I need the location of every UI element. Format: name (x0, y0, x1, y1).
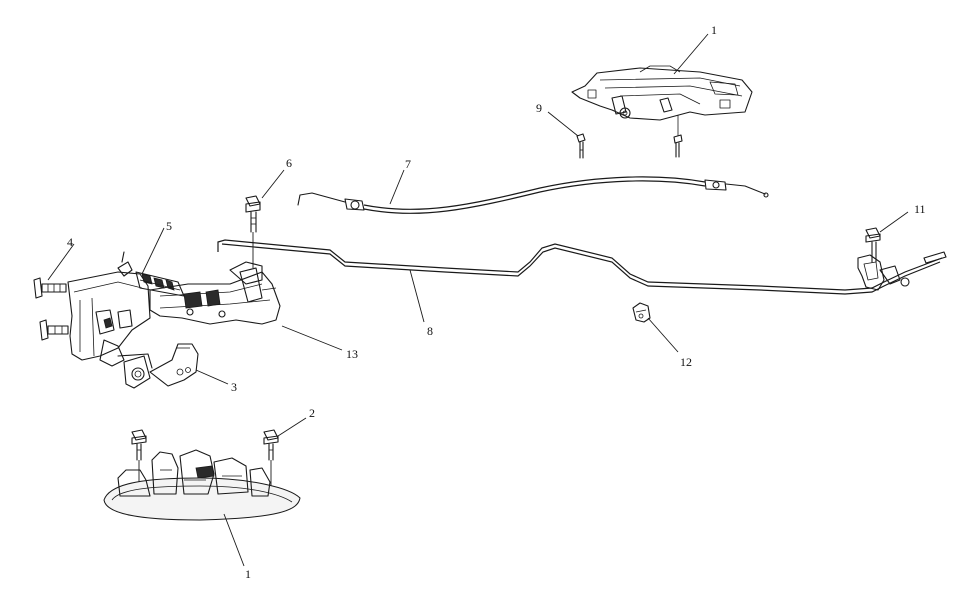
lock-body-assembly (67, 251, 281, 369)
outer-handle-assembly (103, 449, 301, 521)
callout-bolt-handle: 2 (309, 406, 315, 420)
leader-6 (261, 169, 285, 199)
bracket-3 (123, 343, 199, 389)
leader-7 (389, 169, 405, 205)
callout-actuator: 13 (346, 347, 358, 361)
callout-bracket: 3 (231, 380, 237, 394)
callout-handle-inner: 1 (711, 23, 717, 37)
inner-handle-assembly (571, 65, 753, 121)
screw-9 (576, 133, 586, 159)
bolt-2 (263, 429, 279, 490)
bolt-6 (245, 195, 261, 268)
rod-linkage-right (857, 254, 910, 291)
callout-cable: 7 (405, 157, 411, 171)
leader-2 (277, 417, 307, 437)
rod-8 (217, 239, 947, 295)
callout-rod-clip: 12 (680, 355, 692, 369)
leader-5 (141, 227, 165, 275)
clip-4 (33, 277, 67, 299)
callout-bolt-lock: 6 (286, 156, 292, 170)
callout-nut: 11 (914, 202, 926, 216)
leader-1-bottom (223, 513, 245, 567)
leader-9 (547, 111, 579, 137)
callout-clip: 4 (67, 235, 73, 249)
callout-labels: 1 9 7 6 11 4 5 8 12 13 3 2 1 (67, 23, 926, 581)
leader-8 (409, 269, 425, 323)
leader-3 (195, 369, 229, 385)
leader-4 (47, 243, 75, 281)
rod-clip-12 (632, 302, 651, 323)
leader-12 (647, 317, 679, 353)
callout-lock-body: 5 (166, 219, 172, 233)
callout-handle-outer: 1 (245, 567, 251, 581)
bolt-outer-left (131, 429, 147, 484)
callout-screw-inner: 9 (536, 101, 542, 115)
leader-1-top (673, 33, 709, 75)
clip-screw-lower (39, 319, 69, 341)
screw-inner-right (673, 115, 683, 158)
leader-11 (879, 211, 909, 233)
callout-rod: 8 (427, 324, 433, 338)
leader-lines (47, 33, 909, 567)
cable-7 (297, 176, 769, 215)
leader-13 (281, 325, 343, 351)
